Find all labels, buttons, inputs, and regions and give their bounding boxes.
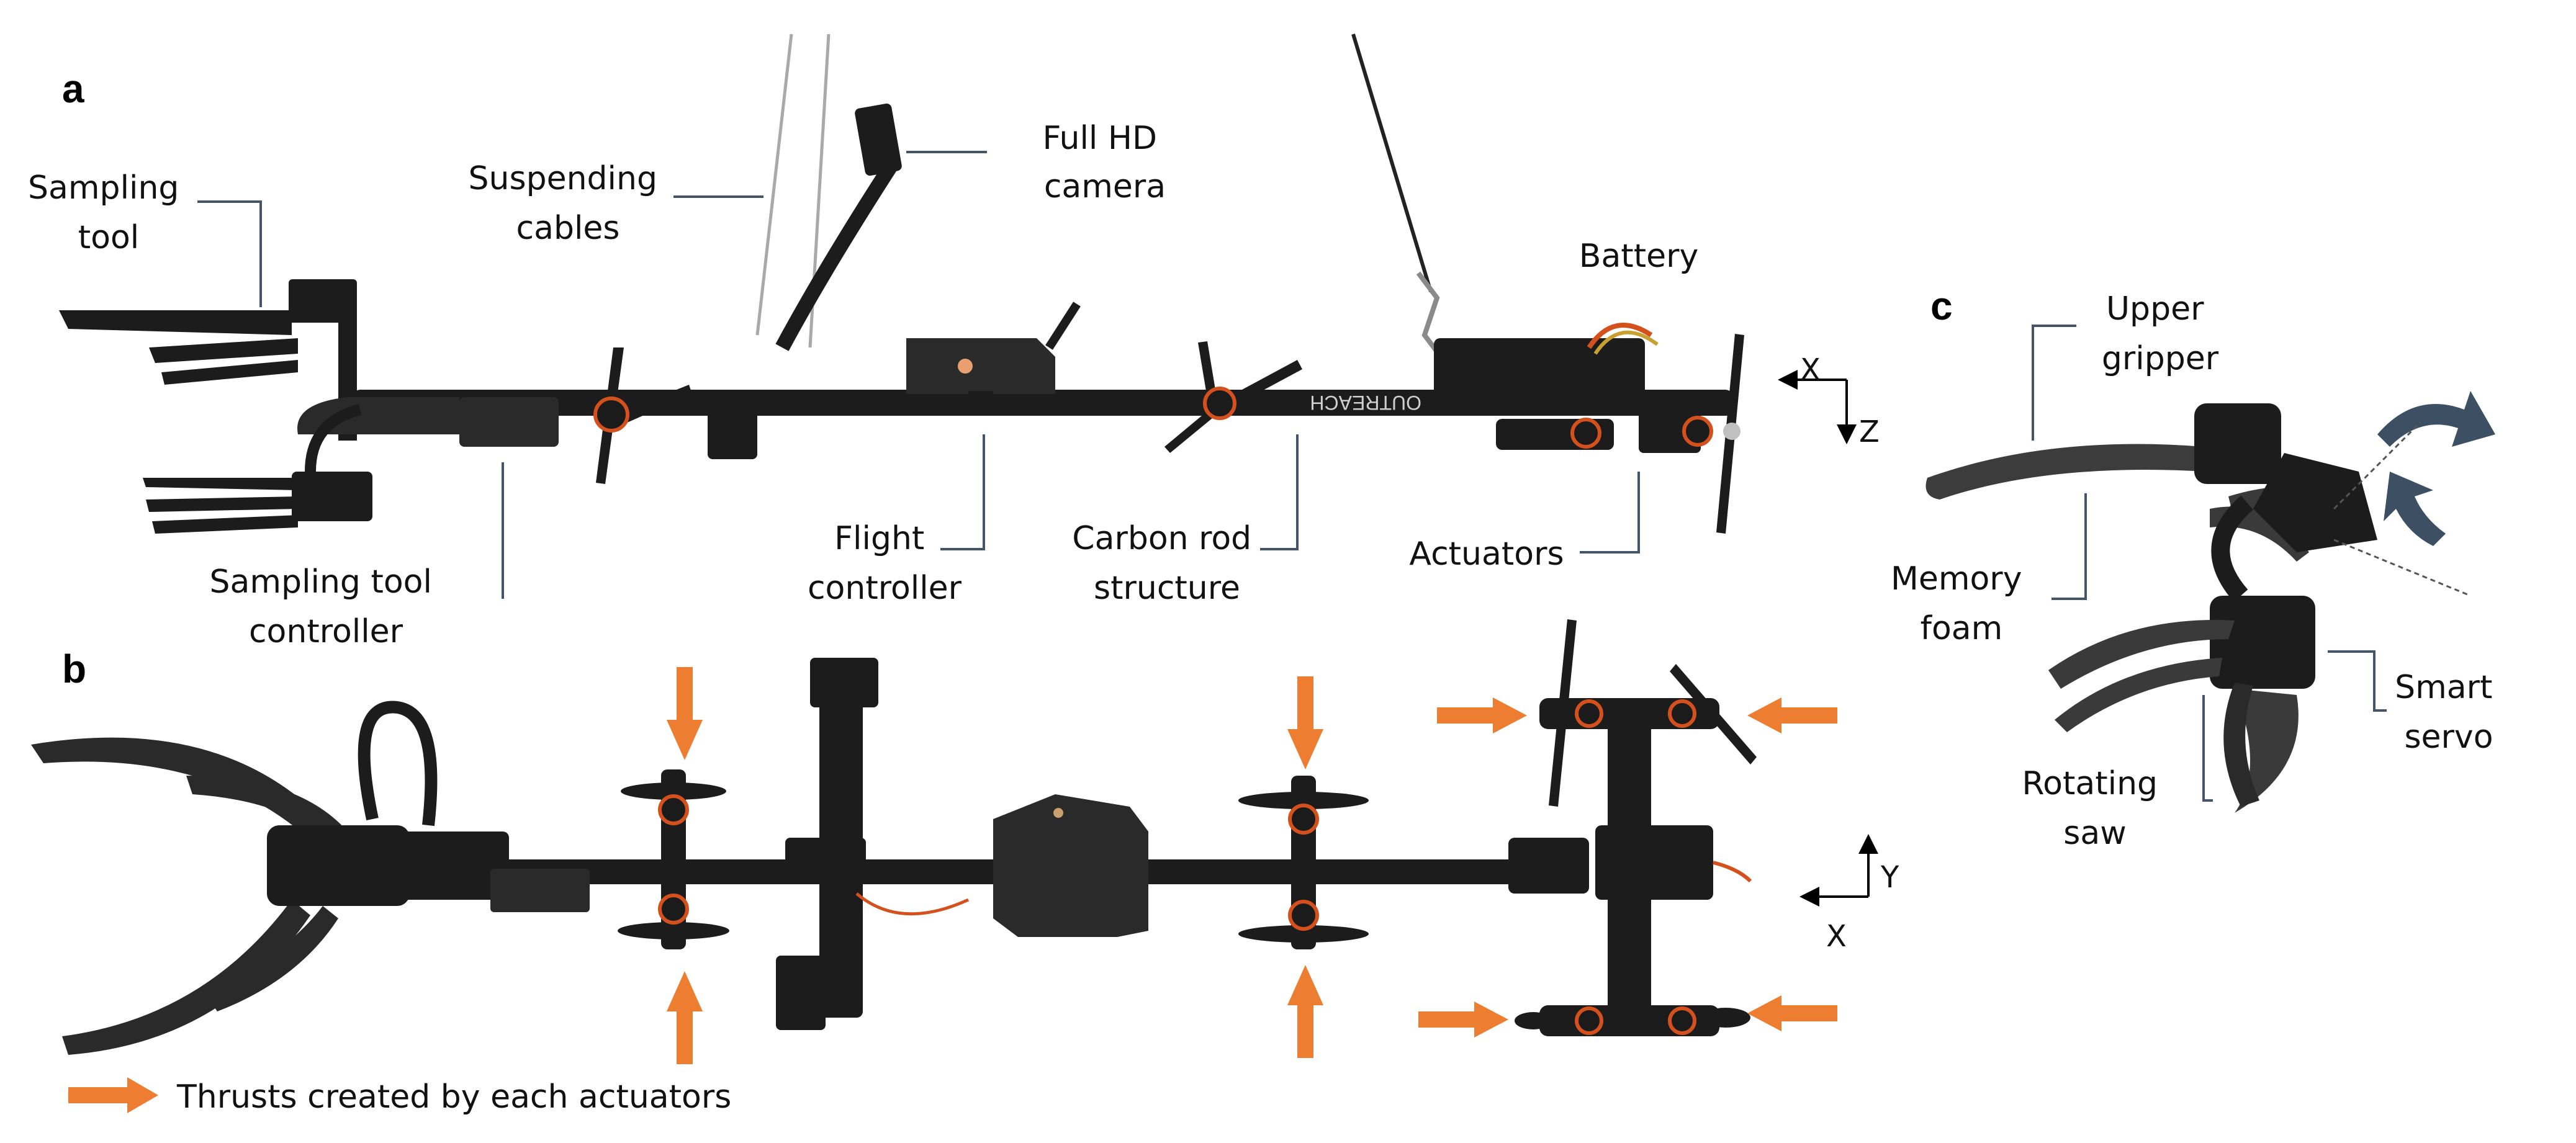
rotor-b-right <box>1238 776 1369 949</box>
label-battery: Battery <box>1579 238 1698 275</box>
leader-upper-gripper <box>2032 325 2076 441</box>
rotor-a-middle <box>1164 341 1302 453</box>
label-flight-controller: Flight controller <box>808 520 962 607</box>
flight-controller-box <box>906 302 1081 416</box>
sampling-tool-controller-box <box>459 397 559 447</box>
rotation-indicators <box>2333 391 2495 597</box>
actuators-drawing <box>1496 334 1744 534</box>
actuators-b-drawing <box>1508 619 1757 1036</box>
leader-memory-foam <box>2051 493 2087 600</box>
gripper-c-drawing <box>1925 403 2377 813</box>
axes-b: Y X <box>1799 834 1899 954</box>
gripper-b-drawing <box>31 701 590 1055</box>
rotation-arrow-icon <box>2384 472 2446 546</box>
thrust-arrow-icon <box>667 667 703 760</box>
panel-label-a: a <box>62 66 84 111</box>
label-suspending-cables: Suspending cables <box>469 160 668 247</box>
rotor-b-left <box>618 769 729 949</box>
rotation-arrow-icon <box>2377 391 2495 447</box>
thrust-arrow-icon <box>667 971 703 1064</box>
panel-label-b: b <box>62 647 86 691</box>
carbon-rod <box>354 390 1732 416</box>
thrust-arrow-icon <box>1418 1002 1508 1038</box>
leader-carbon-rod <box>1260 434 1299 550</box>
panel-a: a OUTREACH <box>28 34 1880 650</box>
leader-rotating-saw <box>2202 695 2213 802</box>
leader-actuators <box>1580 472 1640 554</box>
thrust-arrow-icon <box>1287 965 1323 1058</box>
thrust-arrow-icon <box>1287 676 1323 769</box>
leader-smart-servo <box>2328 650 2387 712</box>
axis-a-x: X <box>1800 352 1821 387</box>
panel-label-c: c <box>1930 284 1953 328</box>
thrust-arrow-icon <box>1747 697 1837 733</box>
label-upper-gripper: Upper gripper <box>2102 290 2219 377</box>
thrust-arrow-icon <box>68 1077 158 1113</box>
sampling-tool-drawing <box>59 279 459 534</box>
battery-drawing <box>1434 323 1659 406</box>
panel-b: b <box>31 619 1899 1116</box>
rod-print: OUTREACH <box>1310 392 1421 414</box>
camera-arm-b <box>776 658 970 1030</box>
legend: Thrusts created by each actuators <box>68 1077 731 1116</box>
label-sampling-tool: Sampling tool <box>28 169 189 256</box>
camera-drawing <box>708 103 902 459</box>
label-sampling-tool-controller: Sampling tool controller <box>210 563 443 650</box>
panel-c: c Up <box>1891 284 2503 852</box>
legend-text: Thrusts created by each actuators <box>176 1078 731 1116</box>
label-memory-foam: Memory foam <box>1891 560 2032 647</box>
thrust-arrow-icon <box>1747 995 1837 1031</box>
label-carbon-rod: Carbon rod structure <box>1072 520 1261 607</box>
rotor-a-left <box>593 347 692 484</box>
label-camera: Full HD camera <box>1042 120 1167 205</box>
leader-flight-controller <box>940 434 985 550</box>
label-smart-servo: Smart servo <box>2395 669 2503 756</box>
axis-a-z: Z <box>1859 415 1880 449</box>
axes-a: X Z <box>1778 352 1880 449</box>
label-rotating-saw: Rotating saw <box>2022 765 2168 852</box>
axis-b-y: Y <box>1880 860 1899 895</box>
label-actuators: Actuators <box>1409 536 1564 573</box>
leader-sampling-tool <box>197 200 262 307</box>
flight-controller-b <box>993 794 1148 937</box>
axis-b-x: X <box>1826 919 1847 954</box>
thrust-arrows <box>667 667 1837 1064</box>
thrust-arrow-icon <box>1437 697 1527 733</box>
